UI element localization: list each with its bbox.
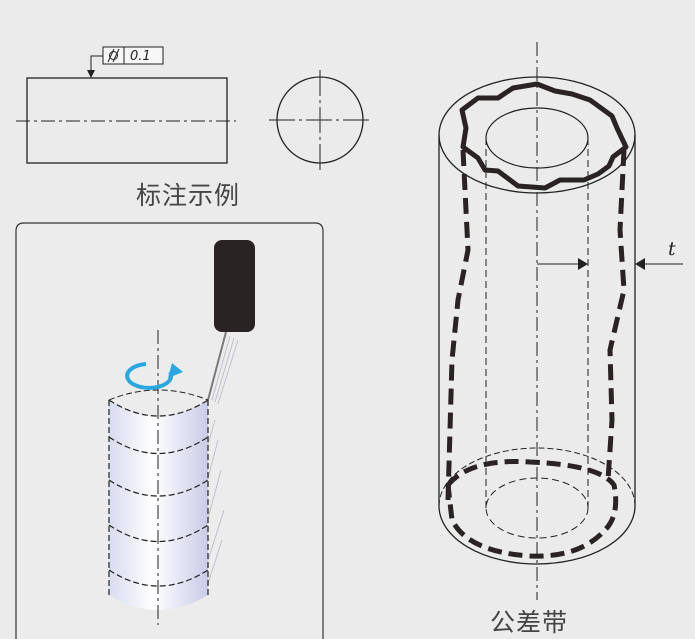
actual-surface-bottom-contour	[445, 459, 619, 559]
probe-body	[214, 240, 255, 332]
probe-stylus	[207, 331, 227, 401]
cylindricity-symbol	[107, 48, 120, 63]
actual-surface-top-contour	[459, 81, 629, 191]
tolerance-zone-caption: 公差带	[490, 608, 569, 637]
tolerance-zone-diagram: t	[438, 42, 683, 600]
measured-cylinder	[108, 330, 209, 625]
rotation-arrow-icon	[125, 362, 183, 390]
tolerance-value: 0.1	[130, 49, 151, 64]
actual-surface-left-profile	[445, 149, 471, 501]
actual-surface-right-profile	[605, 149, 627, 481]
probe	[203, 240, 255, 591]
feature-control-frame: 0.1	[102, 46, 164, 65]
measurement-panel	[15, 222, 324, 639]
leader-arrow	[87, 70, 95, 78]
annotation-example-caption: 标注示例	[136, 181, 241, 210]
annotation-example: 0.1	[16, 46, 371, 170]
outer-cylinder-bottom	[438, 505, 636, 565]
tolerance-width-dimension: t	[537, 238, 683, 270]
tolerance-width-label: t	[668, 238, 676, 260]
part-end-view	[269, 70, 371, 170]
